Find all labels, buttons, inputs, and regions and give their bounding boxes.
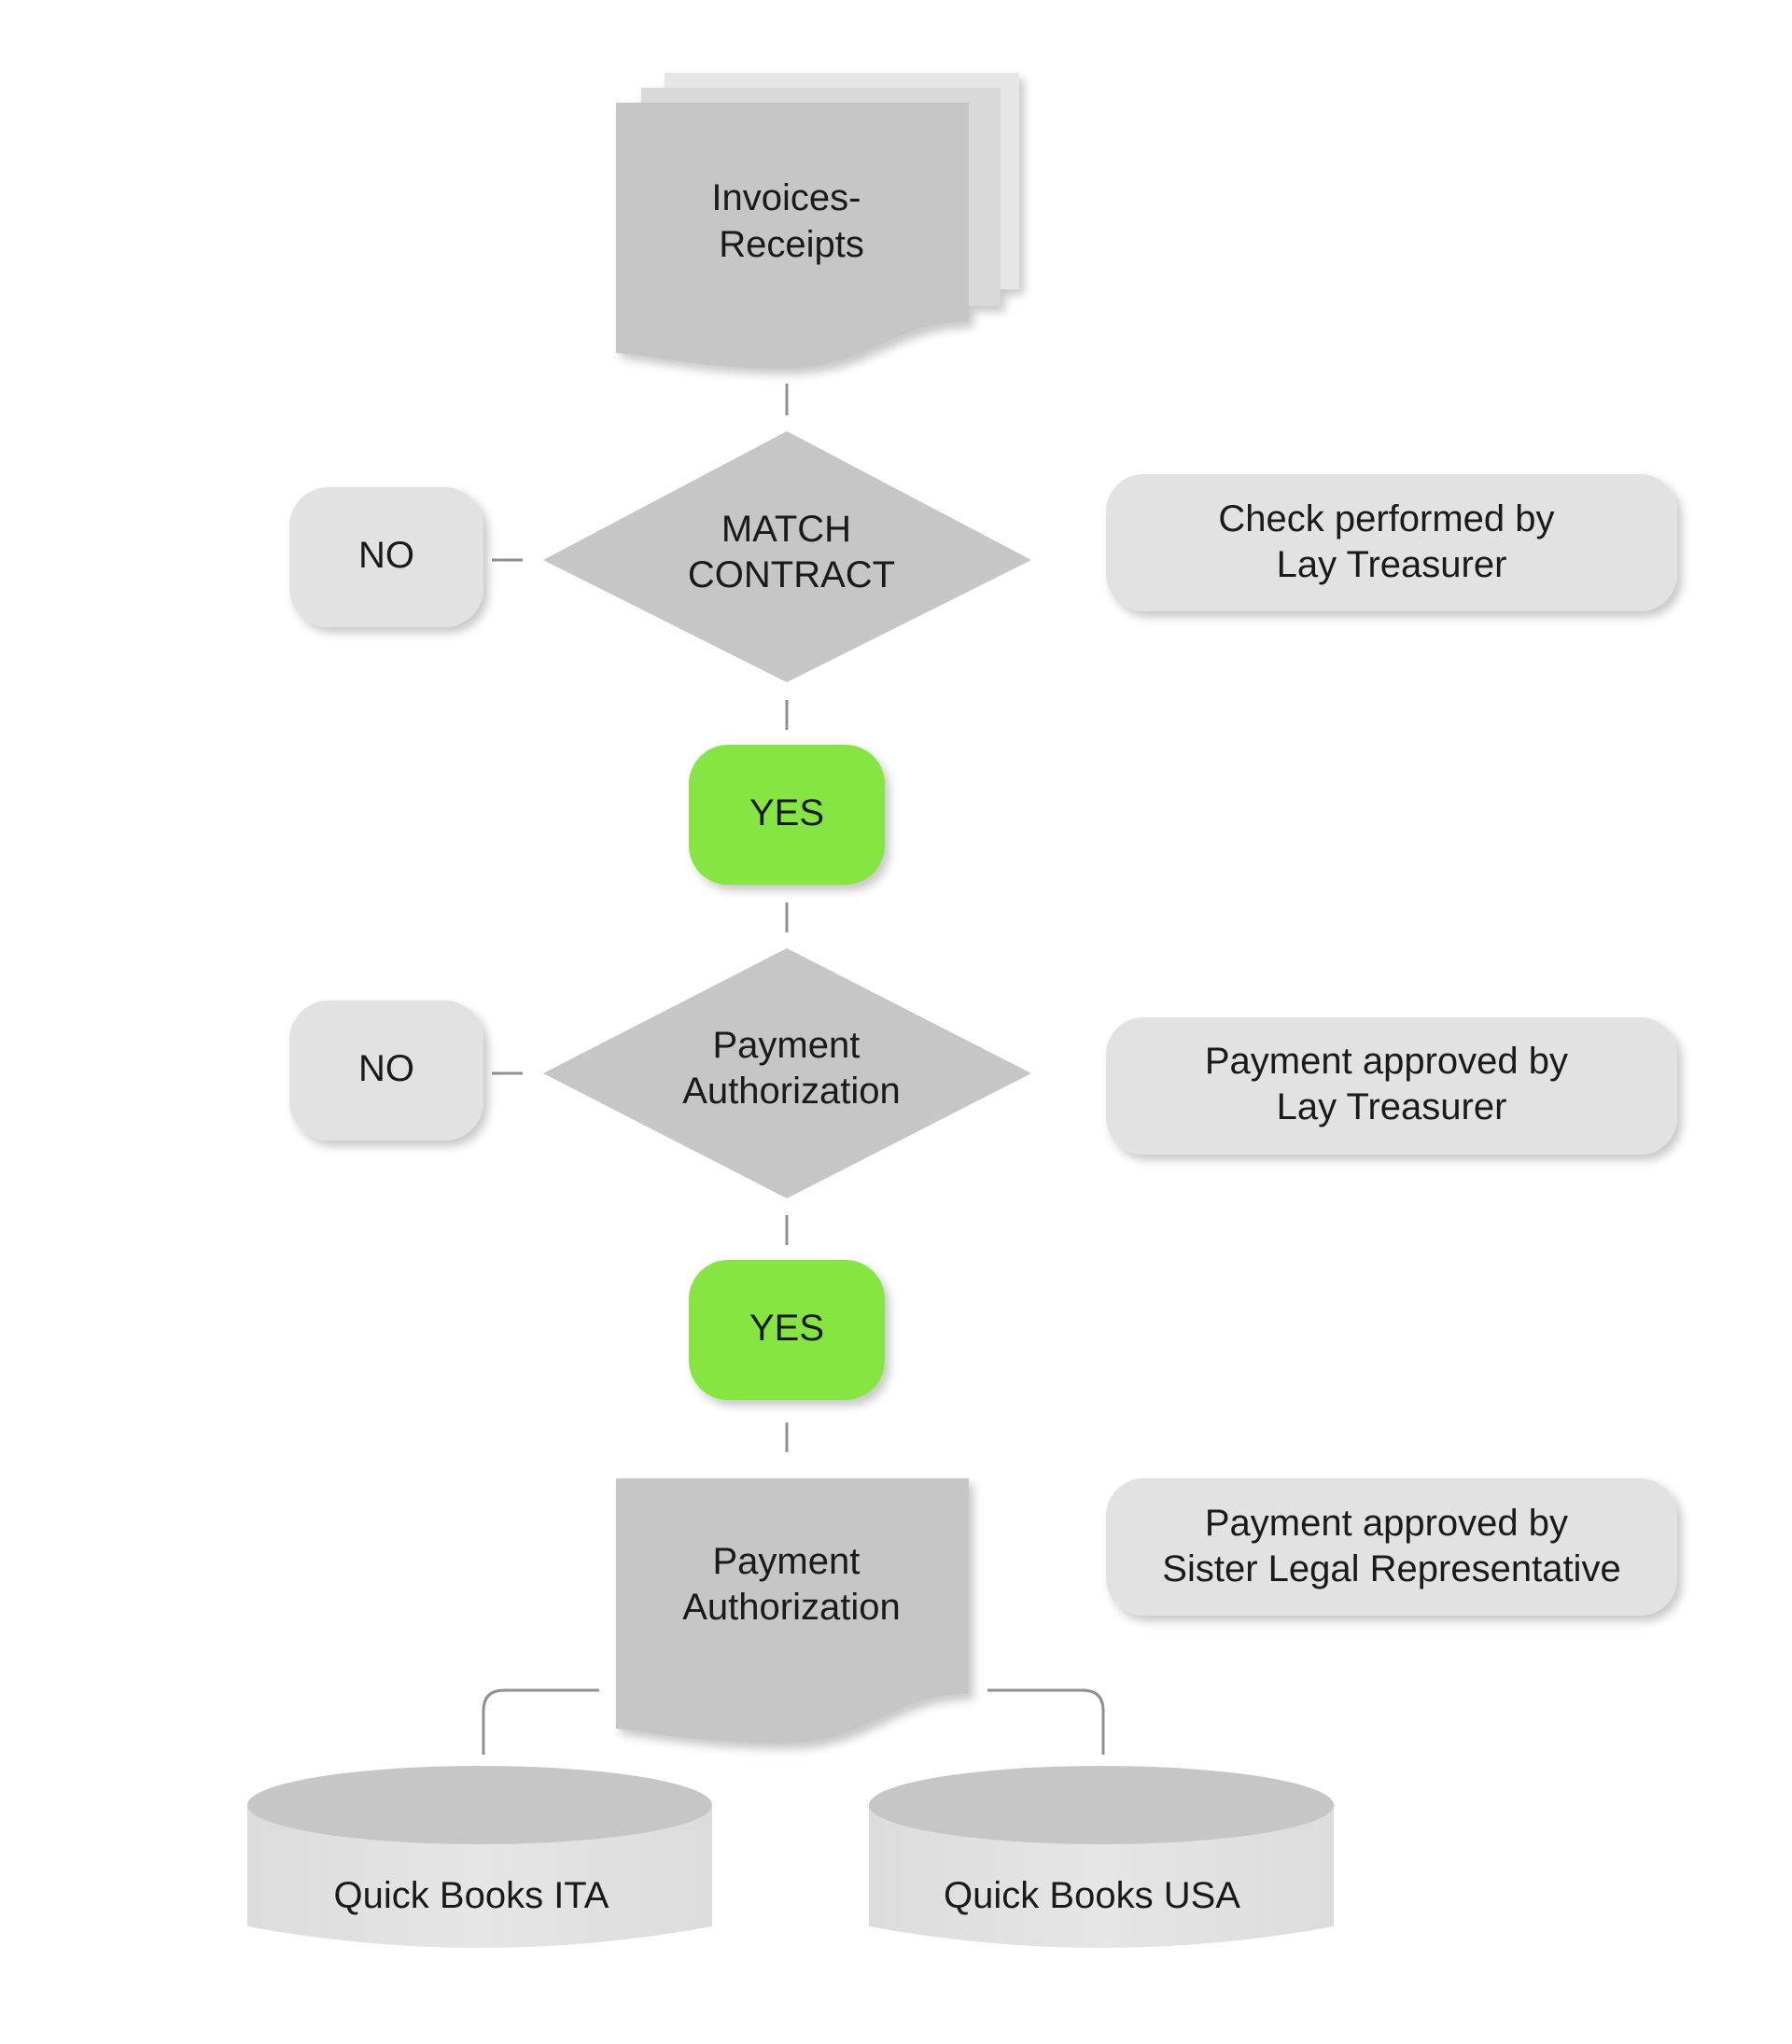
match-contract-decision (543, 431, 1031, 682)
invoices-label: Invoices- Receipts (711, 177, 871, 265)
connector-document-to-ita (482, 1688, 599, 1755)
payment-authorization-document-label: Payment Authorization (682, 1541, 900, 1628)
connector-document-to-usa (987, 1688, 1105, 1755)
yes-label-2: YES (749, 1308, 824, 1349)
no-label-1: NO (358, 535, 414, 576)
quickbooks-ita-database (247, 1766, 712, 1948)
quickbooks-usa-label: Quick Books USA (944, 1875, 1240, 1916)
payment-authorization-document (616, 1478, 969, 1743)
no-box-1 (289, 487, 483, 627)
yes-box-2 (689, 1260, 885, 1400)
connectors (482, 384, 1105, 1755)
quickbooks-ita-body (247, 1805, 712, 1948)
no-label-2: NO (358, 1048, 414, 1089)
match-contract-label: MATCH CONTRACT (688, 509, 895, 595)
no-box-2 (289, 1001, 483, 1141)
yes-box-1 (689, 745, 885, 885)
sister-legal-label: Payment approved by Sister Legal Represe… (1162, 1503, 1620, 1589)
payment-authorization-decision (543, 948, 1031, 1198)
check-performed-label: Check performed by Lay Treasurer (1218, 498, 1564, 585)
quickbooks-usa-database (869, 1766, 1334, 1948)
invoices-receipts-document (616, 73, 1019, 369)
quickbooks-usa-body (869, 1805, 1334, 1948)
payment-authorization-decision-label: Payment Authorization (682, 1025, 900, 1112)
quickbooks-usa-top (869, 1766, 1334, 1844)
yes-label-1: YES (749, 792, 824, 833)
document-sheet-front (616, 103, 969, 369)
payment-approved-note (1106, 1017, 1677, 1155)
payment-approved-label: Payment approved by Lay Treasurer (1205, 1041, 1578, 1127)
quickbooks-ita-label: Quick Books ITA (334, 1875, 609, 1916)
quickbooks-ita-top (247, 1766, 712, 1844)
sister-legal-note (1106, 1478, 1677, 1616)
check-performed-note (1106, 474, 1677, 611)
